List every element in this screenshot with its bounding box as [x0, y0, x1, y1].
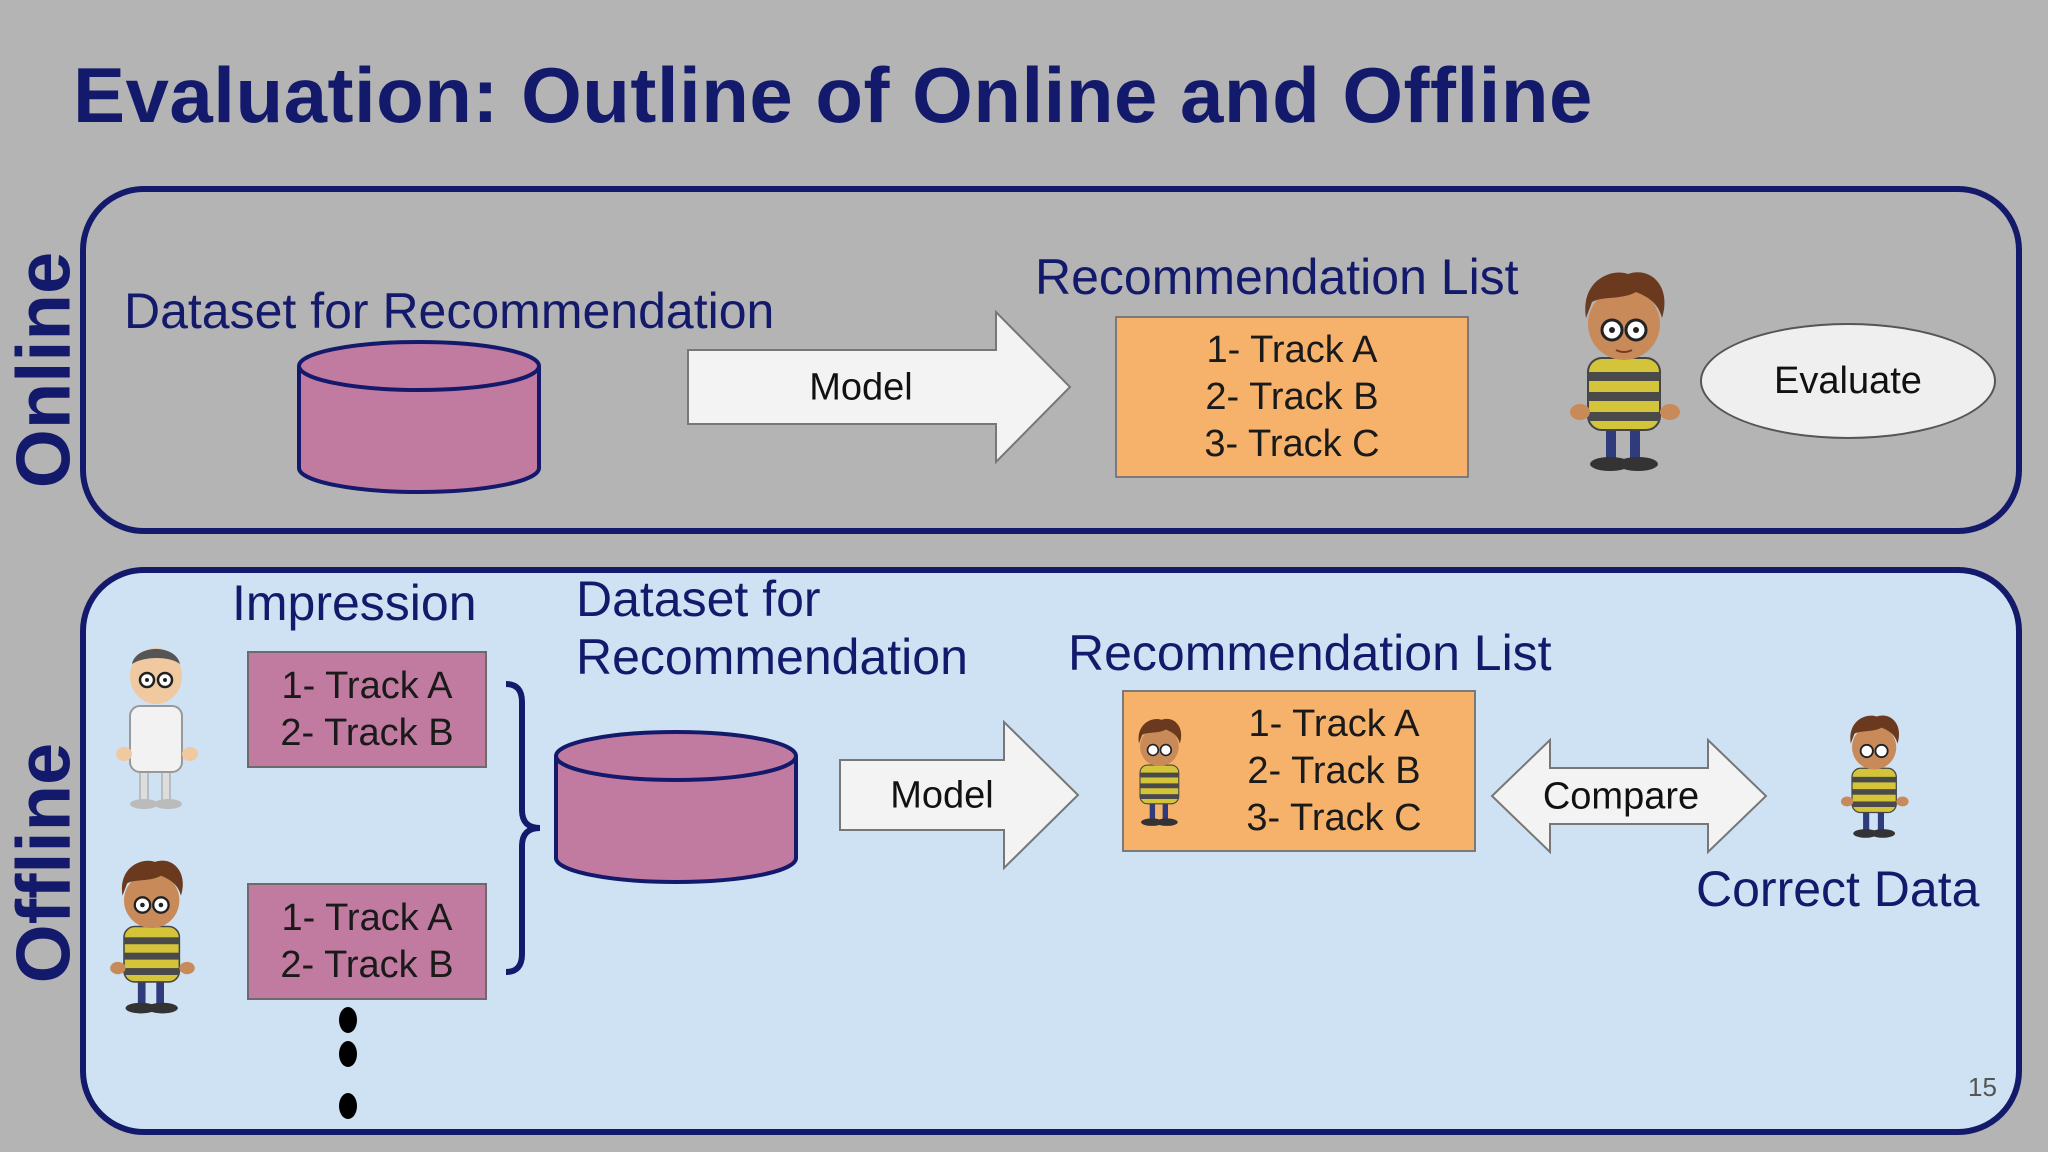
impression-item: 1- Track A: [281, 664, 453, 707]
offline-rec-list-label: Recommendation List: [1068, 625, 1552, 681]
online-database-icon: [297, 340, 541, 494]
correct-data-label: Correct Data: [1696, 861, 1980, 917]
impression-item: 2- Track B: [280, 711, 454, 754]
offline-section-label: Offline: [1, 742, 87, 984]
evaluate-label: Evaluate: [1774, 359, 1922, 402]
user-character-icon: [1840, 715, 1909, 838]
ellipsis-dot: [339, 1041, 357, 1067]
online-rec-list: 1- Track A 2- Track B 3- Track C: [1115, 316, 1469, 478]
impression-item: 2- Track B: [280, 943, 454, 986]
rec-list-item: 2- Track B: [1247, 749, 1421, 792]
impression-label: Impression: [232, 575, 477, 631]
offline-database-icon: [554, 730, 798, 884]
impression-box-1: 1- Track A 2- Track B: [247, 651, 487, 768]
slide-title: Evaluation: Outline of Online and Offlin…: [73, 51, 1593, 139]
rec-list-item: 2- Track B: [1205, 375, 1379, 418]
offline-model-arrow: [839, 719, 1080, 871]
user-character-icon: [1570, 272, 1680, 471]
online-model-label: Model: [809, 366, 913, 409]
online-model-arrow: [687, 309, 1072, 465]
offline-dataset-label-line1: Dataset for: [576, 571, 821, 627]
impression-box-2: 1- Track A 2- Track B: [247, 883, 487, 1000]
offline-rec-list: 1- Track A 2- Track B 3- Track C: [1122, 690, 1476, 852]
rec-list-item: 1- Track A: [1248, 702, 1420, 745]
ellipsis-dot: [339, 1093, 357, 1119]
online-section-label: Online: [1, 251, 87, 489]
doctor-character-icon: [116, 648, 198, 809]
curly-brace: [505, 681, 541, 975]
compare-label: Compare: [1542, 775, 1700, 818]
rec-list-item: 3- Track C: [1246, 796, 1422, 839]
compare-double-arrow: [1490, 737, 1768, 855]
page-number: 15: [1968, 1072, 1997, 1102]
user-character-icon: [110, 860, 195, 1014]
offline-model-label: Model: [890, 774, 994, 817]
evaluate-node: Evaluate: [1700, 323, 1996, 439]
ellipsis-dot: [339, 1007, 357, 1033]
user-character-icon: [1138, 718, 1182, 826]
online-rec-list-label: Recommendation List: [1035, 249, 1519, 305]
impression-item: 1- Track A: [281, 896, 453, 939]
offline-dataset-label-line2: Recommendation: [576, 629, 968, 685]
rec-list-item: 1- Track A: [1206, 328, 1378, 371]
rec-list-item: 3- Track C: [1204, 422, 1380, 465]
online-dataset-label: Dataset for Recommendation: [124, 283, 775, 339]
